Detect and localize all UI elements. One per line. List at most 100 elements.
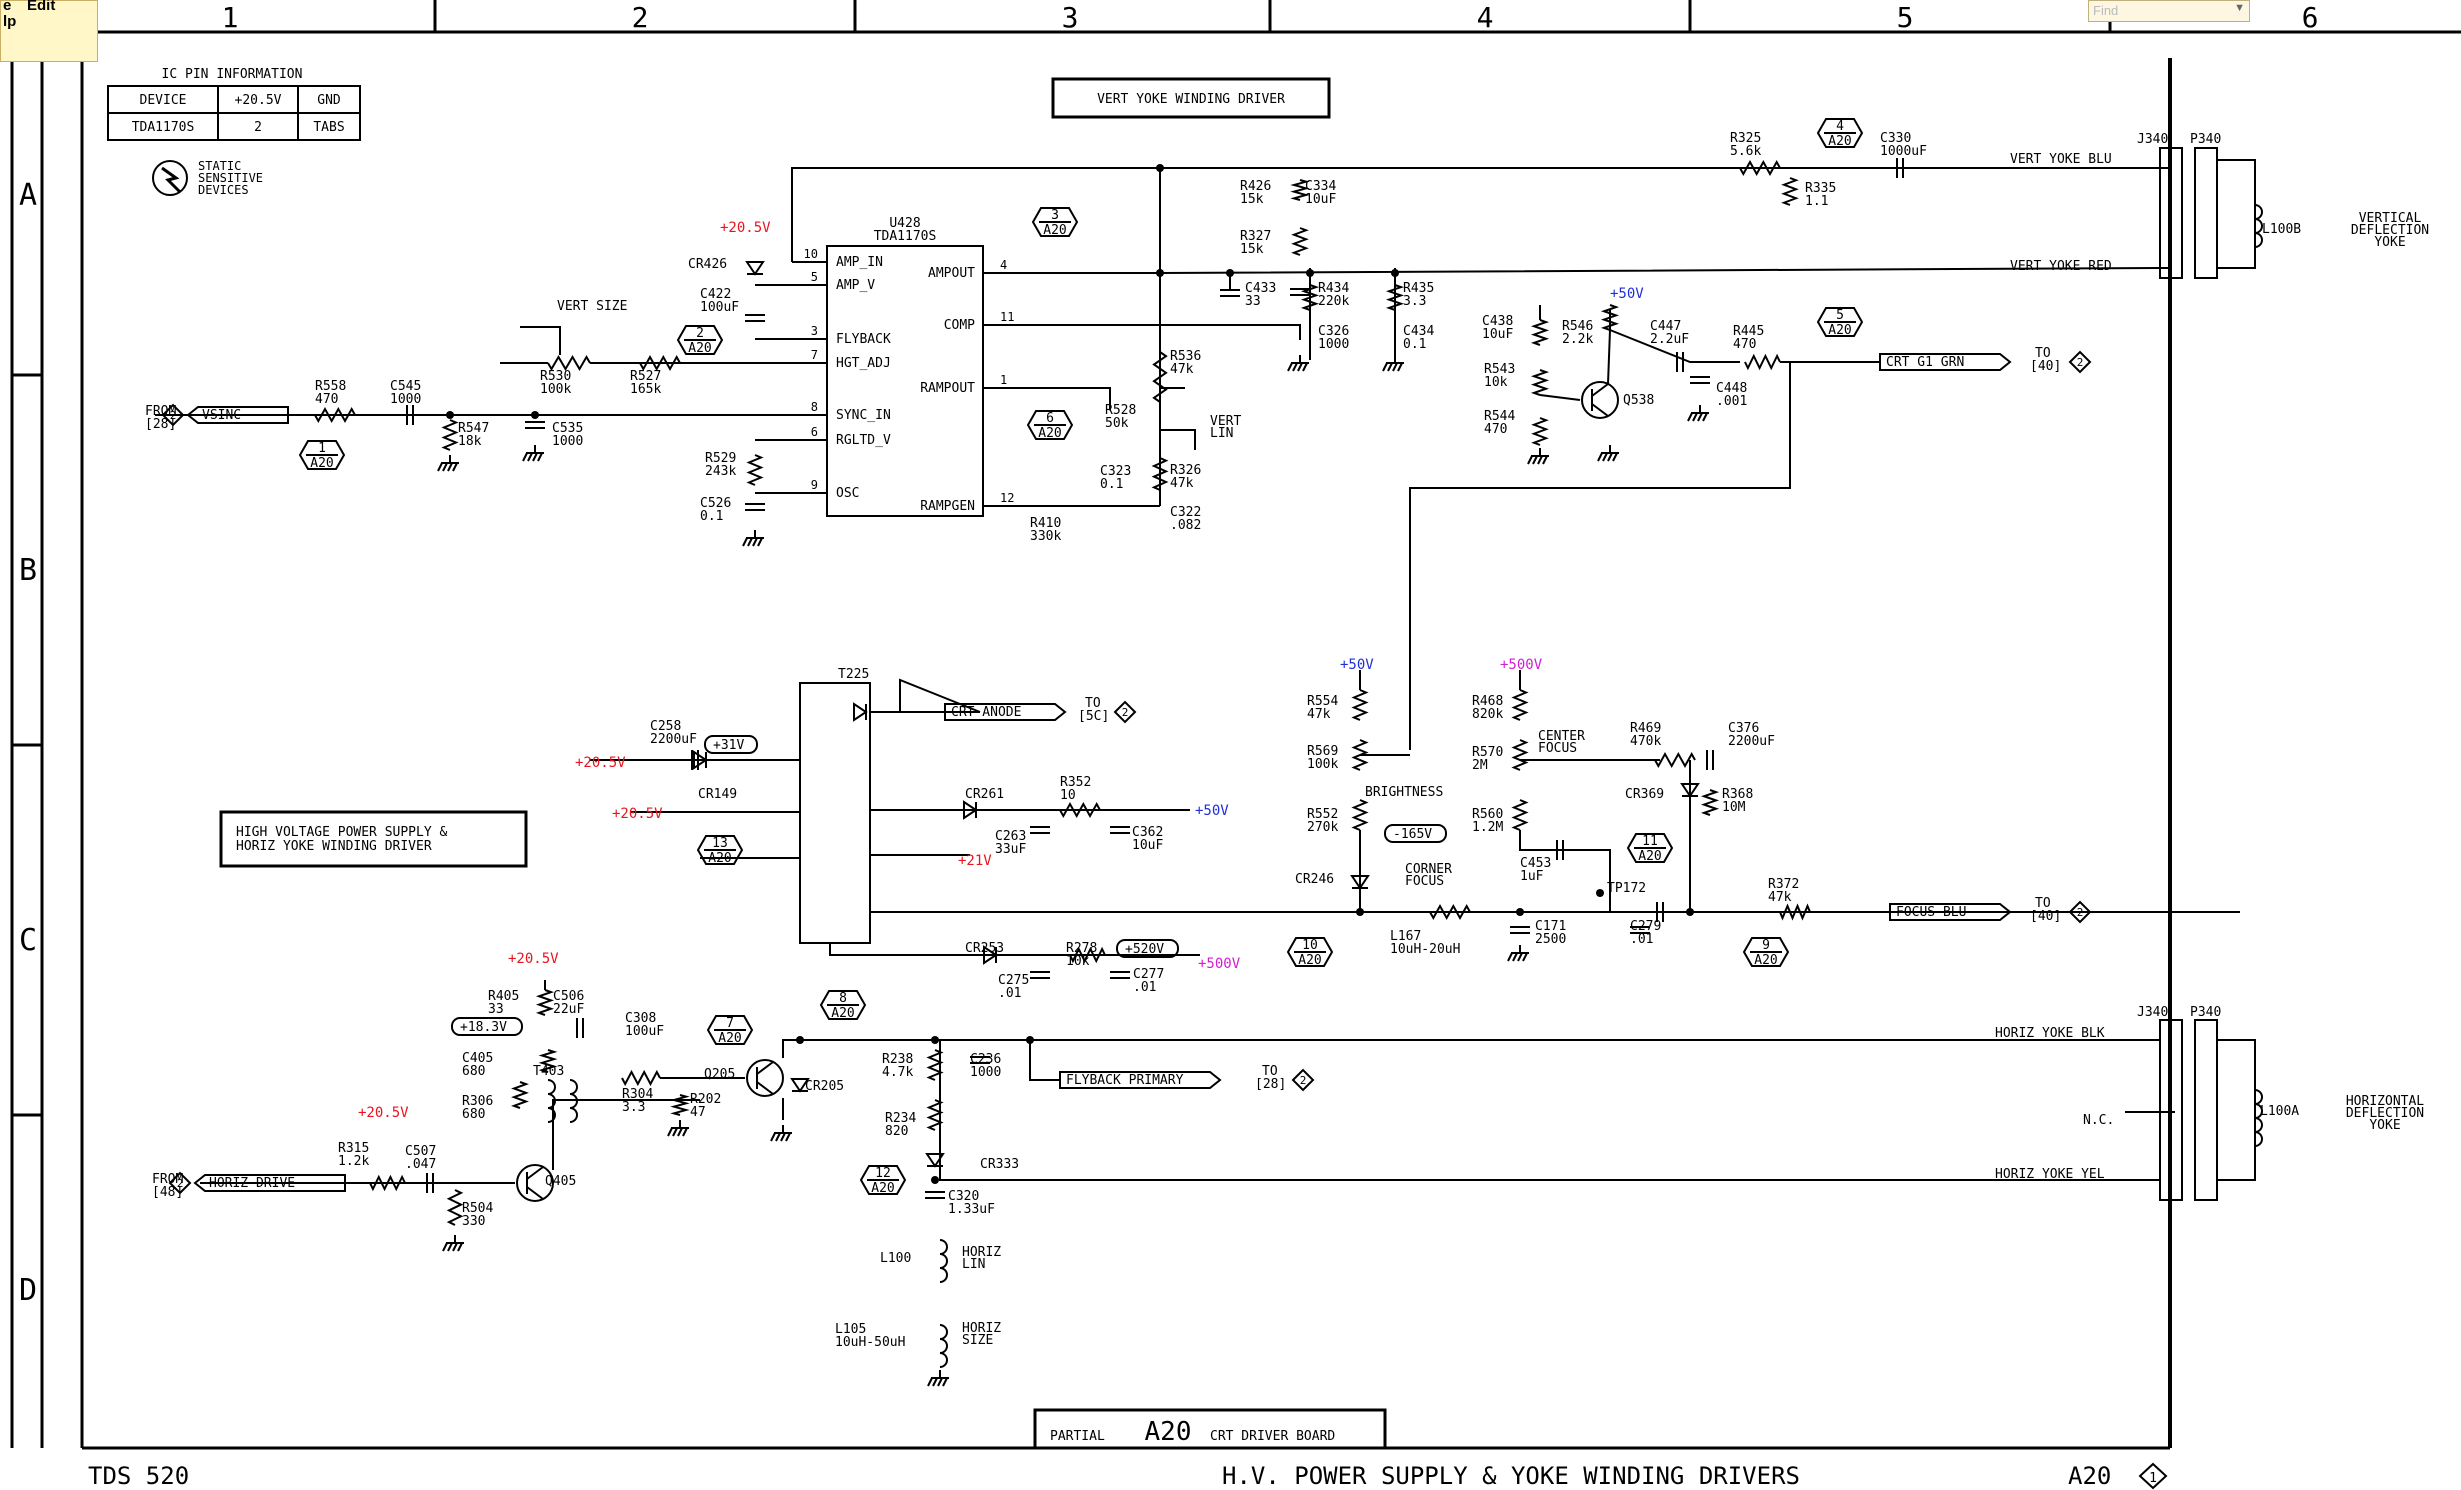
component-value: 10k xyxy=(1484,375,1508,390)
junction-dot xyxy=(931,1036,939,1044)
ground-symbol xyxy=(1532,455,1538,465)
ref-designator: Q205 xyxy=(704,1067,735,1082)
horiz-deflection-label: DEFLECTION xyxy=(2346,1106,2424,1121)
ref-designator: R234 xyxy=(885,1111,916,1126)
menu-help[interactable]: lp xyxy=(3,13,17,30)
inductor-label: L100A xyxy=(2260,1104,2299,1119)
center-focus-label: FOCUS xyxy=(1538,741,1577,756)
pin-number: 4 xyxy=(1000,258,1007,272)
ref-designator: C438 xyxy=(1482,314,1513,329)
component-value: 10 xyxy=(1060,788,1076,803)
resistor-symbol xyxy=(1600,304,1620,331)
signal-flag xyxy=(193,1174,346,1192)
pin-name: AMPOUT xyxy=(928,266,975,281)
inductor-symbol xyxy=(939,1239,948,1283)
menu-file[interactable]: e xyxy=(3,0,12,14)
testpoint-label: TP172 xyxy=(1607,881,1646,896)
ref-designator: R543 xyxy=(1484,362,1515,377)
junction-dot xyxy=(1026,1036,1034,1044)
component-value: 470k xyxy=(1630,734,1661,749)
resistor-symbol xyxy=(926,1049,944,1081)
to-label: TO xyxy=(1085,696,1101,711)
brightness-label: BRIGHTNESS xyxy=(1365,785,1443,800)
wire xyxy=(1519,830,1560,851)
signal-name: FOCUS BLU xyxy=(1896,905,1966,920)
supply-tag xyxy=(704,735,758,754)
ground-symbol xyxy=(927,1377,933,1387)
ref-label: [28] xyxy=(145,417,176,432)
component-value: 33uF xyxy=(995,842,1026,857)
ref-designator: C275 xyxy=(998,973,1029,988)
ref-designator: R315 xyxy=(338,1141,369,1156)
diode-symbol xyxy=(745,261,765,276)
component-value: 47k xyxy=(1768,890,1792,905)
resistor-symbol xyxy=(1151,457,1169,491)
ref-designator: R544 xyxy=(1484,409,1515,424)
ground-symbol xyxy=(1612,452,1618,462)
bubble-board: A20 xyxy=(1038,426,1061,441)
ground-symbol xyxy=(677,1127,683,1137)
component-symbols xyxy=(107,77,2263,1490)
ref-designator: R426 xyxy=(1240,179,1271,194)
bubble-board: A20 xyxy=(310,456,333,471)
ref-designator: C448 xyxy=(1716,381,1747,396)
title-box xyxy=(219,810,528,868)
ref-designator: R327 xyxy=(1240,229,1271,244)
static-note: DEVICES xyxy=(198,183,249,197)
pin-number: 12 xyxy=(1000,491,1014,505)
yoke-wire-label: HORIZ YOKE YEL xyxy=(1995,1167,2105,1182)
to-label: TO xyxy=(2035,896,2051,911)
component-value: 2200uF xyxy=(650,732,697,747)
bubble-board: A20 xyxy=(688,341,711,356)
offpage-bubble xyxy=(1026,410,1074,440)
signal-name: CRT G1 GRN xyxy=(1886,355,1964,370)
component-value: 15k xyxy=(1240,192,1264,207)
resistor-symbol xyxy=(1351,689,1369,721)
ground-symbol xyxy=(442,462,448,472)
component-value: 10uF xyxy=(1482,327,1513,342)
horiz-lin-label: LIN xyxy=(962,1257,985,1272)
pin-number: 8 xyxy=(811,400,818,414)
inductor-symbol xyxy=(2254,1089,2263,1147)
diamond-number: 2 xyxy=(177,1177,184,1190)
pin-table-cell: 2 xyxy=(254,120,262,135)
ref-designator: C279 xyxy=(1630,919,1661,934)
bubble-number: 8 xyxy=(839,991,847,1006)
component-value: 10k xyxy=(1066,954,1090,969)
component-value: 1000 xyxy=(1318,337,1349,352)
menu-edit[interactable]: Edit xyxy=(27,0,56,14)
ground-symbol xyxy=(785,1132,791,1142)
component-value: 220k xyxy=(1318,294,1349,309)
bubble-number: 12 xyxy=(875,1166,891,1181)
component-value: 0.1 xyxy=(700,509,723,524)
signal-flag xyxy=(186,406,289,424)
ground-symbol xyxy=(780,1132,786,1142)
ground-symbol xyxy=(1537,455,1543,465)
ref-designator: R445 xyxy=(1733,324,1764,339)
signal-name: VSINC xyxy=(202,408,241,423)
offpage-bubble xyxy=(676,325,724,355)
ref-designator: R504 xyxy=(462,1201,493,1216)
ground-symbol xyxy=(667,1127,673,1137)
find-input[interactable]: Find ▼ xyxy=(2088,0,2250,22)
inductor-label: L100B xyxy=(2262,222,2301,237)
supply-label: +20.5V xyxy=(612,806,663,822)
ref-designator: C263 xyxy=(995,829,1026,844)
wires xyxy=(155,159,2256,1184)
chevron-down-icon[interactable]: ▼ xyxy=(2234,2,2245,14)
bubble-board: A20 xyxy=(1828,323,1851,338)
bubble-board: A20 xyxy=(831,1006,854,1021)
ground-symbol xyxy=(1397,362,1403,372)
transformer-t225 xyxy=(799,682,871,944)
sheet-diamond xyxy=(161,403,185,427)
bubble-number: 10 xyxy=(1302,938,1318,953)
vert-deflection-label: YOKE xyxy=(2374,235,2405,250)
junction-dot xyxy=(796,1036,804,1044)
sheet-diamond xyxy=(2068,900,2092,924)
offpage-bubble xyxy=(819,990,867,1020)
ic-u428 xyxy=(826,245,984,517)
ref-designator: R530 xyxy=(540,369,571,384)
ref-designator: R434 xyxy=(1318,281,1349,296)
ground-symbol xyxy=(1302,362,1308,372)
component-value: 0.1 xyxy=(1100,477,1123,492)
